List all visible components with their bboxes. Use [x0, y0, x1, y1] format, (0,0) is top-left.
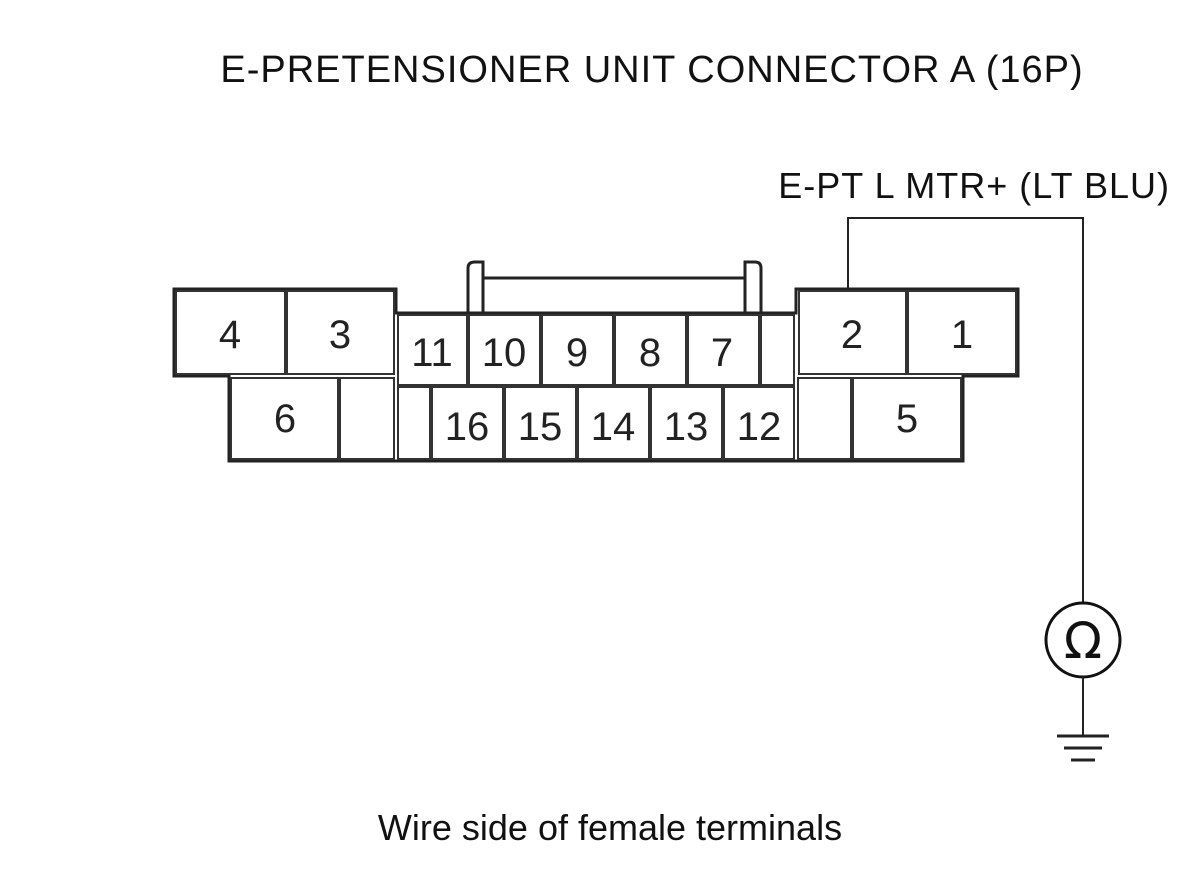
terminal-13: 13 [650, 386, 723, 460]
wire-label: E-PT L MTR+ (LT BLU) [778, 165, 1170, 206]
terminal-blank-cavity [760, 314, 795, 386]
terminal-1: 1 [907, 290, 1017, 375]
terminal-number: 7 [711, 331, 733, 375]
terminal-number: 4 [219, 313, 241, 357]
terminal-number: 2 [841, 313, 863, 357]
terminal-number: 9 [566, 331, 588, 375]
terminal-5: 5 [852, 377, 962, 460]
terminal-number: 13 [664, 405, 709, 449]
terminal-number: 12 [737, 405, 782, 449]
terminal-number: 6 [274, 397, 296, 441]
terminal-4: 4 [175, 290, 286, 375]
terminal-blank-cavity [339, 377, 395, 460]
terminal-number: 1 [951, 313, 973, 357]
terminal-7: 7 [687, 314, 760, 386]
terminal-14: 14 [577, 386, 650, 460]
wire-lead [847, 217, 1084, 603]
terminal-8: 8 [614, 314, 687, 386]
diagram-caption: Wire side of female terminals [378, 807, 842, 848]
diagram-title: E-PRETENSIONER UNIT CONNECTOR A (16P) [220, 49, 1083, 91]
connector-latch [466, 260, 763, 313]
terminal-number: 15 [518, 405, 563, 449]
terminal-10: 10 [468, 314, 541, 386]
terminal-number: 5 [896, 397, 918, 441]
terminal-number: 10 [482, 331, 527, 375]
terminal-number: 16 [445, 405, 490, 449]
terminal-2: 2 [798, 290, 907, 375]
terminal-blank-cavity [797, 377, 852, 460]
terminal-16: 16 [431, 386, 504, 460]
terminal-number: 8 [639, 331, 661, 375]
terminal-11: 11 [397, 314, 468, 386]
ohm-icon: Ω [1064, 612, 1102, 670]
terminal-15: 15 [504, 386, 577, 460]
terminal-number: 14 [591, 405, 636, 449]
terminal-number: 3 [329, 313, 351, 357]
terminal-12: 12 [723, 386, 795, 460]
terminal-9: 9 [541, 314, 614, 386]
ohmmeter: Ω [1044, 601, 1122, 679]
terminal-3: 3 [286, 290, 395, 375]
terminal-6: 6 [230, 377, 339, 460]
connector-housing [172, 287, 1020, 463]
terminal-number: 11 [411, 331, 453, 375]
ground-icon [1057, 734, 1109, 762]
terminal-blank-cavity [397, 386, 431, 460]
